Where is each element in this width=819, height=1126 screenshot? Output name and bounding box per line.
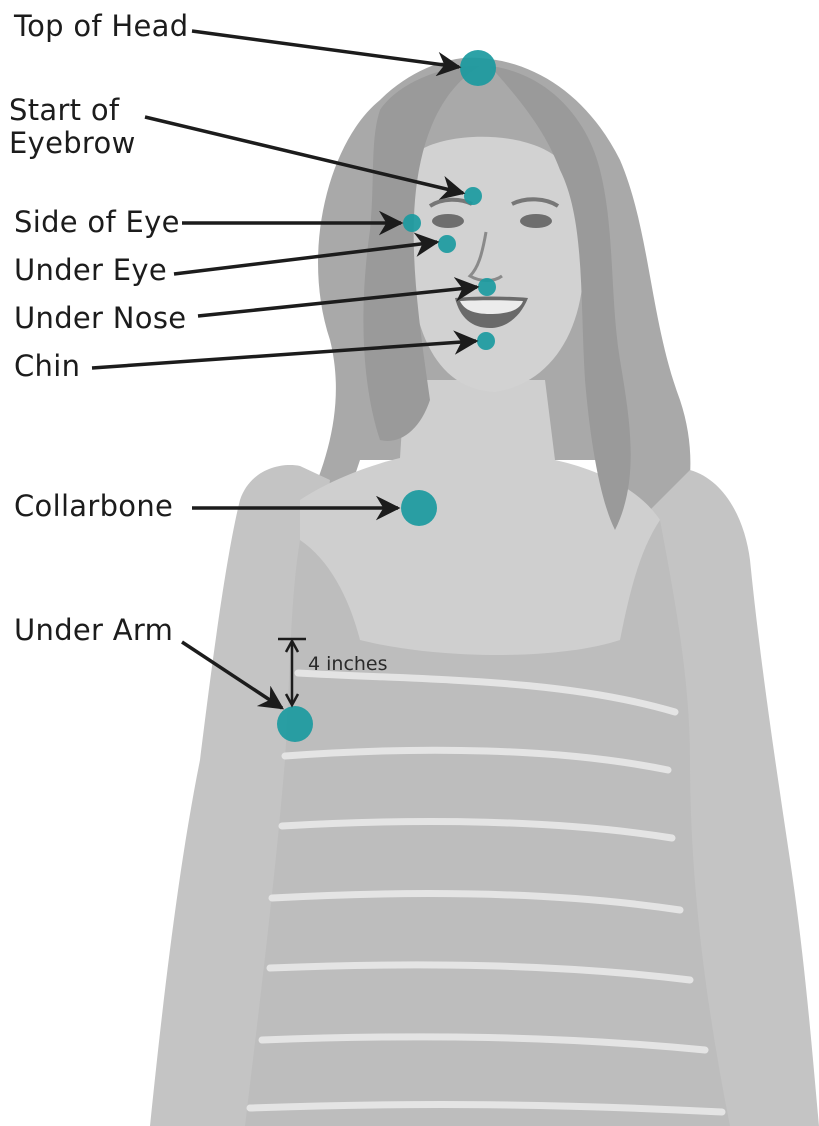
start-of-eyebrow-point [464, 187, 482, 205]
side-of-eye-point [403, 214, 421, 232]
label-under-eye: Under Eye [14, 253, 167, 287]
measurement-label: 4 inches [308, 653, 388, 675]
eye-right [520, 214, 552, 228]
chin-point [477, 332, 495, 350]
label-under-nose: Under Nose [14, 301, 186, 335]
person-figure [150, 58, 819, 1126]
collarbone-point [401, 490, 437, 526]
label-start-of-eyebrow-line1: Start of [9, 93, 120, 127]
label-top-of-head: Top of Head [13, 9, 188, 43]
label-chin: Chin [14, 349, 80, 383]
under-nose-point [478, 278, 496, 296]
under-eye-point [438, 235, 456, 253]
top-of-head-arrow [192, 31, 459, 67]
label-start-of-eyebrow-line2: Eyebrow [9, 126, 136, 160]
eye-left [432, 214, 464, 228]
top-of-head-point [460, 50, 496, 86]
label-under-arm: Under Arm [14, 613, 173, 647]
label-collarbone: Collarbone [14, 489, 173, 523]
label-side-of-eye: Side of Eye [14, 205, 180, 239]
under-arm-point [277, 706, 313, 742]
